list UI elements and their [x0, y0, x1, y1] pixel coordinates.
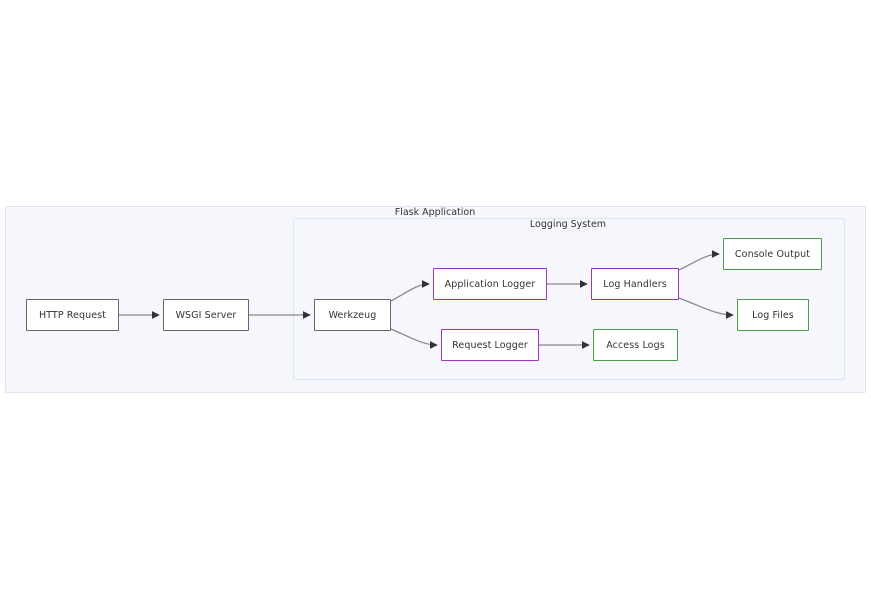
edge-log_handlers-to-log_files	[678, 297, 734, 319]
node-log-handlers[interactable]: Log Handlers	[591, 268, 679, 300]
node-label-log-handlers: Log Handlers	[603, 278, 667, 290]
node-label-request-logger: Request Logger	[452, 339, 528, 351]
edge-werkzeug-to-application_logger	[390, 280, 430, 302]
node-label-console-output: Console Output	[734, 248, 811, 260]
node-http-request[interactable]: HTTP Request	[26, 299, 119, 331]
node-label-application-logger: Application Logger	[444, 278, 536, 290]
node-label-werkzeug: Werkzeug	[328, 309, 377, 321]
node-werkzeug[interactable]: Werkzeug	[314, 299, 391, 331]
cluster-label-flask-application: Flask Application	[394, 207, 476, 218]
node-wsgi-server[interactable]: WSGI Server	[163, 299, 249, 331]
node-label-wsgi-server: WSGI Server	[175, 309, 237, 321]
node-log-files[interactable]: Log Files	[737, 299, 809, 331]
node-access-logs[interactable]: Access Logs	[593, 329, 678, 361]
node-console-output[interactable]: Console Output	[723, 238, 822, 270]
node-label-log-files: Log Files	[752, 309, 794, 321]
edge-werkzeug-to-request_logger	[390, 328, 438, 349]
edge-log_handlers-to-console_output	[678, 250, 720, 271]
node-label-http-request: HTTP Request	[38, 309, 107, 321]
node-request-logger[interactable]: Request Logger	[441, 329, 539, 361]
node-label-access-logs: Access Logs	[606, 339, 665, 351]
node-application-logger[interactable]: Application Logger	[433, 268, 547, 300]
cluster-label-logging-system: Logging System	[529, 219, 607, 230]
